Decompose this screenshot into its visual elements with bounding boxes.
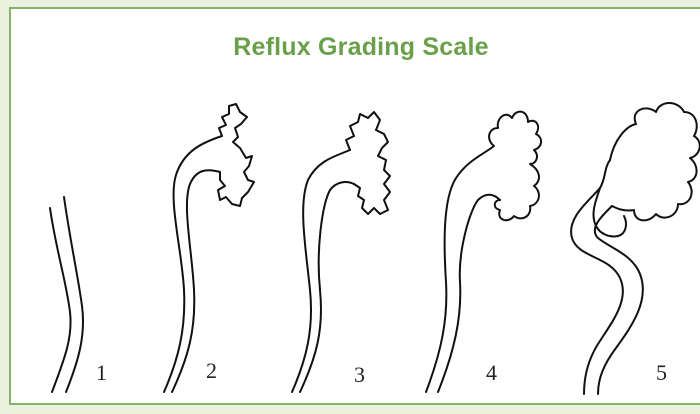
- grade-5-ureter-kidney-icon: [571, 103, 700, 394]
- grade-label-2: 2: [206, 358, 217, 383]
- grade-label-1: 1: [96, 360, 107, 385]
- grade-1-ureter-icon: [50, 197, 83, 392]
- grade-label-4: 4: [486, 360, 497, 385]
- grade-label-5: 5: [656, 360, 667, 385]
- grade-label-3: 3: [354, 362, 365, 387]
- grade-4-ureter-kidney-icon: [426, 112, 541, 392]
- grade-3-ureter-kidney-icon: [292, 112, 390, 392]
- grade-2-ureter-kidney-icon: [164, 104, 254, 392]
